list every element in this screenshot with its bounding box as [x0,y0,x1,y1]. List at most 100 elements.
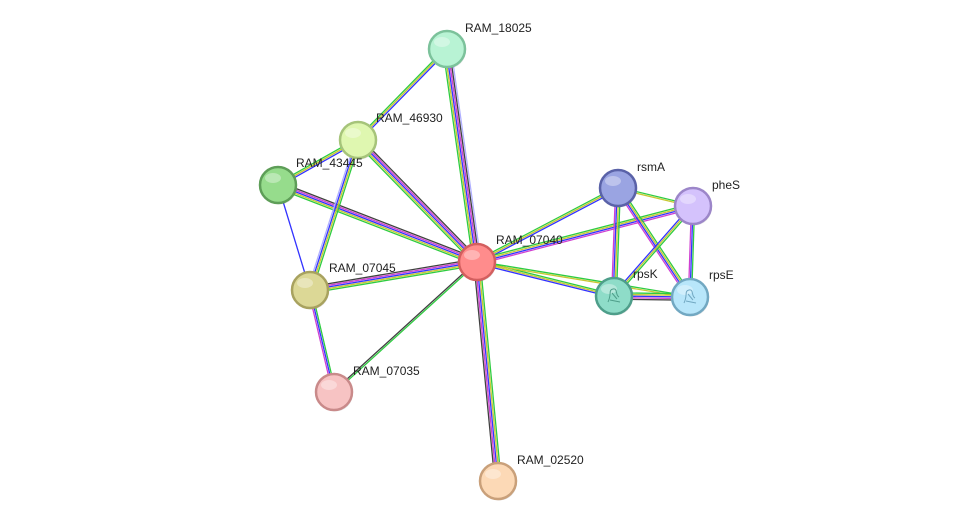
evidence-line [476,262,614,299]
edge-RAM_07040-RAM_46930[interactable] [355,137,480,265]
node-highlight [680,194,696,204]
evidence-line [358,49,449,142]
evidence-line [277,185,477,265]
edge-RAM_07040-RAM_02520[interactable] [473,261,502,482]
node-label: RAM_18025 [465,21,532,35]
node-RAM_07035[interactable]: RAM_07035 [314,364,420,412]
node-highlight [434,37,450,47]
node-rpsE[interactable]: rpsE [670,268,734,317]
node-highlight [464,250,480,260]
node-pheS[interactable]: pheS [673,178,740,226]
node-highlight [485,469,501,479]
evidence-line [476,262,690,299]
node-circle[interactable] [673,186,713,226]
evidence-line [333,260,477,392]
node-highlight [601,284,617,294]
evidence-line [476,261,615,297]
evidence-line [359,137,480,261]
node-RAM_07045[interactable]: RAM_07045 [290,261,396,310]
evidence-line [448,48,481,262]
edge-rsmA-rpsE[interactable] [615,186,693,299]
node-label: rpsE [709,268,734,282]
evidence-line [616,188,690,298]
evidence-line [443,49,476,263]
evidence-line [450,48,482,262]
evidence-line [445,49,477,263]
edge-RAM_07040-RAM_07045[interactable] [309,258,478,294]
evidence-line [477,259,615,296]
node-circle[interactable] [457,242,497,282]
node-circle[interactable] [598,168,638,208]
node-highlight [321,380,337,390]
evidence-line [619,186,693,297]
node-circle[interactable] [338,120,378,160]
node-circle[interactable] [427,29,467,69]
evidence-line [615,188,689,299]
evidence-line [474,262,498,482]
edge-RAM_46930-RAM_18025[interactable] [356,47,449,142]
evidence-line [309,259,477,290]
evidence-line [477,188,620,264]
node-RAM_18025[interactable]: RAM_18025 [427,21,532,69]
node-label: RAM_02520 [517,453,584,467]
node-RAM_46930[interactable]: RAM_46930 [338,111,443,160]
node-circle[interactable] [290,270,330,310]
node-label: RAM_43445 [296,156,363,170]
node-highlight [345,128,361,138]
evidence-line [614,206,695,298]
edge-RAM_07040-RAM_07035[interactable] [333,260,478,394]
evidence-line [310,262,478,293]
evidence-line [612,204,693,296]
evidence-line [476,203,693,261]
evidence-line [309,258,477,288]
evidence-line [442,49,474,263]
evidence-line [276,187,477,266]
node-rpsK[interactable]: rpsK [594,267,658,316]
evidence-line [356,140,477,264]
evidence-line [278,181,479,260]
node-layer: RAM_18025RAM_46930RAM_43445RAM_07040RAM_… [258,21,740,501]
evidence-line [278,182,478,262]
evidence-line [613,205,694,297]
evidence-line [307,139,357,290]
node-circle[interactable] [314,372,354,412]
node-rsmA[interactable]: rsmA [598,160,665,208]
node-label: pheS [712,178,740,192]
evidence-line [476,261,499,482]
evidence-line [310,264,478,294]
edge-RAM_46930-RAM_07045[interactable] [307,139,361,291]
node-highlight [265,173,281,183]
node-label: RAM_07045 [329,261,396,275]
evidence-line [477,206,694,264]
edge-RAM_07040-RAM_18025[interactable] [442,48,482,263]
node-circle[interactable] [478,461,518,501]
evidence-line [475,186,618,262]
node-RAM_43445[interactable]: RAM_43445 [258,156,363,205]
evidence-line [356,47,447,140]
node-RAM_02520[interactable]: RAM_02520 [478,453,584,501]
node-label: rsmA [637,160,665,174]
edge-RAM_07040-RAM_43445[interactable] [276,181,479,266]
node-highlight [297,278,313,288]
evidence-line [477,260,691,297]
evidence-line [308,139,358,290]
evidence-line [277,184,478,263]
evidence-line [357,48,448,141]
protein-structure-icon [607,288,621,303]
evidence-line [477,207,694,265]
edge-RAM_07040-pheS[interactable] [476,203,694,265]
edge-pheS-rpsK[interactable] [612,204,695,298]
node-highlight [677,285,693,295]
evidence-line [479,261,502,481]
edge-RAM_07040-rpsE[interactable] [476,260,691,299]
evidence-line [477,261,501,481]
node-RAM_07040[interactable]: RAM_07040 [457,233,563,282]
node-highlight [605,176,621,186]
node-circle[interactable] [258,165,298,205]
evidence-line [311,140,361,291]
evidence-line [618,187,692,297]
edge-RAM_07040-rsmA[interactable] [475,186,620,264]
node-label: RAM_46930 [376,111,443,125]
evidence-line [473,262,496,482]
